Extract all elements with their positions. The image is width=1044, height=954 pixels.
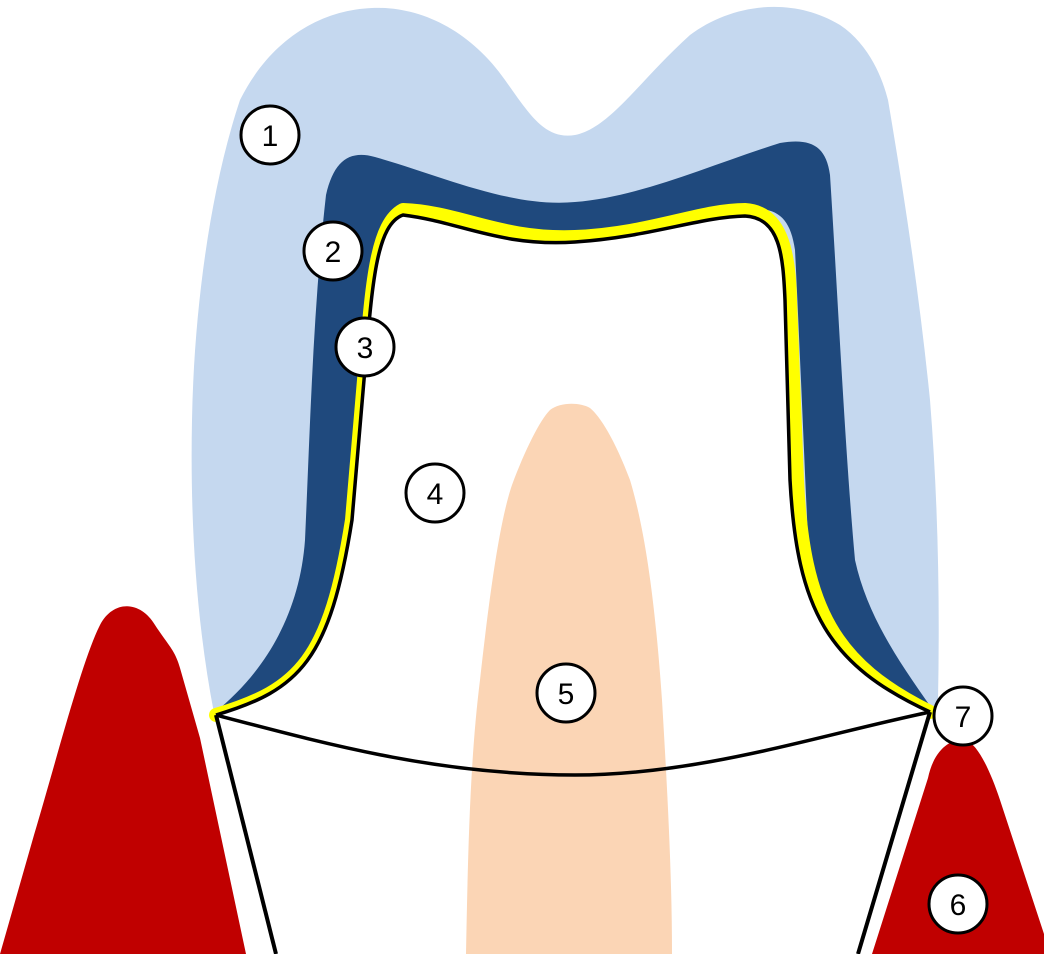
- marker-6-label: 6: [950, 889, 967, 922]
- marker-2: 2: [304, 222, 362, 280]
- marker-2-label: 2: [325, 236, 342, 269]
- marker-6: 6: [929, 875, 987, 933]
- marker-3-label: 3: [357, 332, 374, 365]
- marker-7: 7: [934, 687, 992, 745]
- marker-1-label: 1: [262, 120, 279, 153]
- marker-1: 1: [241, 106, 299, 164]
- marker-3: 3: [336, 318, 394, 376]
- marker-4-label: 4: [427, 478, 444, 511]
- marker-4: 4: [406, 464, 464, 522]
- marker-5-label: 5: [558, 678, 575, 711]
- marker-5: 5: [537, 664, 595, 722]
- marker-7-label: 7: [955, 701, 972, 734]
